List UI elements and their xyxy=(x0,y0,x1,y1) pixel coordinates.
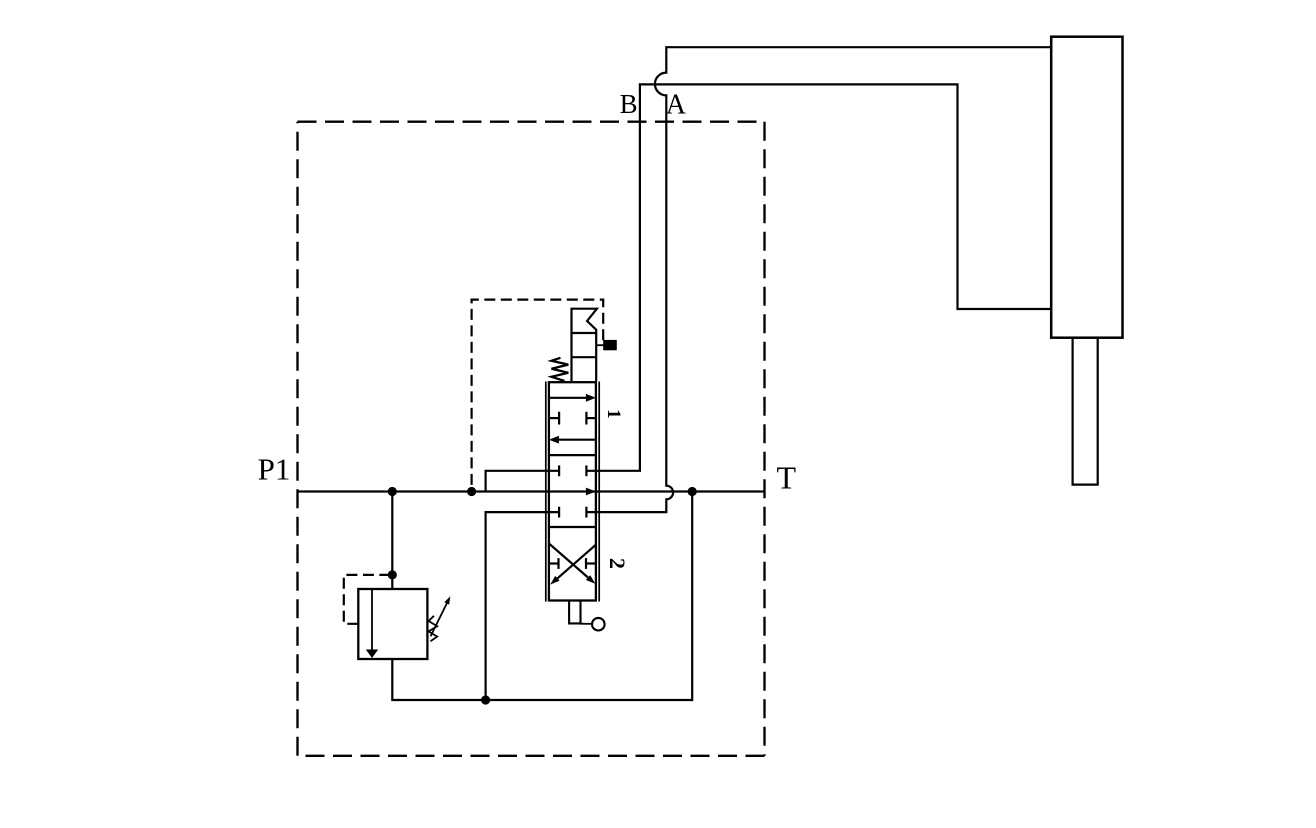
svg-text:2: 2 xyxy=(605,558,630,569)
svg-text:1: 1 xyxy=(603,409,624,419)
svg-text:P1: P1 xyxy=(258,452,291,487)
svg-text:A: A xyxy=(666,90,687,121)
svg-text:B: B xyxy=(620,89,638,119)
svg-text:T: T xyxy=(777,460,797,496)
